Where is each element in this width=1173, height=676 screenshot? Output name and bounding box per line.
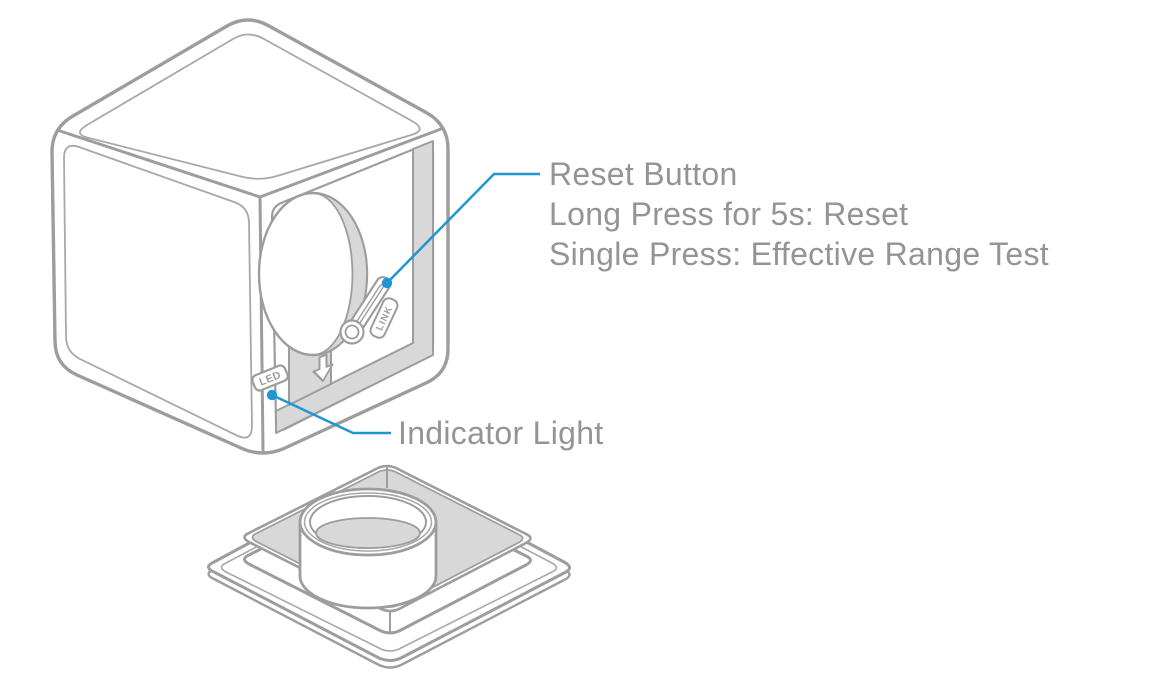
reset-annotation: Reset Button Long Press for 5s: Reset Si… (549, 156, 1049, 272)
leader-line-reset (381, 172, 540, 289)
base-plate (207, 464, 571, 669)
cube-left-face-inner-line (63, 144, 253, 439)
cube-top-face-inner-line (79, 33, 421, 180)
down-arrow-icon (312, 353, 334, 383)
leader-line-indicator (266, 389, 391, 435)
leader-dot-reset (381, 277, 393, 289)
base-ring (298, 487, 438, 610)
cube: LINK LED (50, 18, 450, 455)
leader-dot-indicator (266, 389, 278, 401)
reset-annotation-line-2: Long Press for 5s: Reset (549, 196, 908, 232)
indicator-annotation: Indicator Light (398, 415, 604, 451)
base-ring-top-inner-line (303, 492, 433, 552)
cube-face-edges (58, 127, 443, 452)
base-ring-floor (315, 517, 421, 549)
led-badge: LED (251, 364, 289, 392)
reset-annotation-line-1: Reset Button (549, 156, 738, 192)
reset-annotation-line-3: Single Press: Effective Range Test (549, 236, 1049, 272)
sensor-hole-shadow (312, 192, 368, 356)
recess-shadow-band (275, 140, 434, 434)
